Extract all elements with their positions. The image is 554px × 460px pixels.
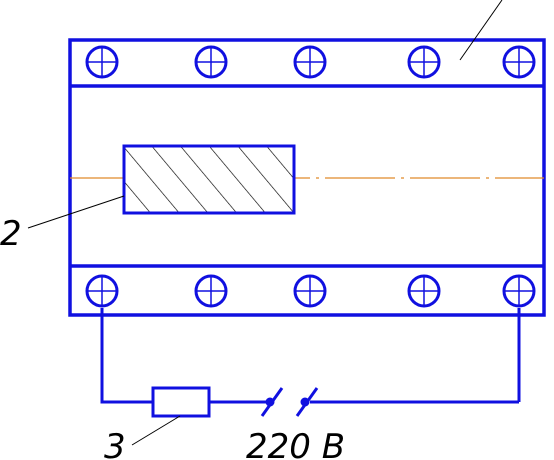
- terminal-bottom-4-icon: [407, 274, 441, 308]
- hatched-block: [122, 144, 296, 215]
- resistor-3: [151, 386, 211, 418]
- wire-left: [100, 308, 153, 404]
- terminal-bottom-1-icon: [85, 274, 119, 308]
- terminal-top-3-icon: [293, 45, 327, 79]
- label-2: 2: [0, 214, 22, 254]
- terminal-top-2-icon: [194, 45, 228, 79]
- plug-contact-left: [260, 387, 284, 417]
- terminal-row-bottom: [85, 274, 536, 308]
- label-3: 3: [104, 427, 126, 460]
- plug-contact-right: [295, 387, 319, 417]
- terminal-top-5-icon: [502, 45, 536, 79]
- terminal-bottom-5-icon: [502, 274, 536, 308]
- terminal-bottom-2-icon: [194, 274, 228, 308]
- supply-voltage-label: 220 В: [246, 427, 345, 460]
- terminal-top-1-icon: [85, 45, 119, 79]
- terminal-bottom-3-icon: [293, 274, 327, 308]
- leader-line-3: [131, 415, 181, 446]
- terminal-top-4-icon: [407, 45, 441, 79]
- leader-line-top: [459, 0, 503, 61]
- leader-line-2: [27, 195, 125, 229]
- terminal-row-top: [85, 45, 536, 79]
